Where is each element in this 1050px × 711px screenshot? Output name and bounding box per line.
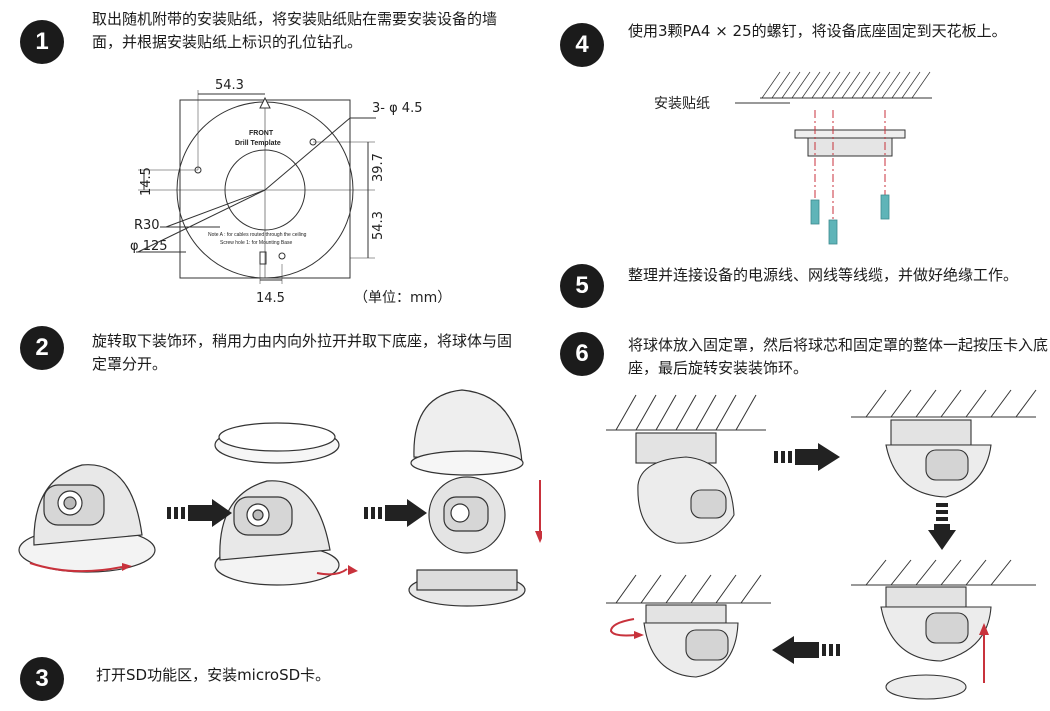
dim-right-lower: 54.3	[371, 211, 386, 240]
step-3-badge: 3	[20, 657, 64, 701]
disassembly-diagram	[18, 389, 542, 607]
step-2-badge: 2	[20, 326, 64, 370]
ceiling-mount-diagram: 安装贴纸	[654, 71, 932, 245]
drill-label: Drill Template	[235, 140, 281, 147]
note-a: Note A : for cables routed through the c…	[208, 232, 307, 238]
step-1-badge: 1	[20, 20, 64, 64]
front-label: FRONT	[249, 130, 274, 137]
step-5-text: 整理并连接设备的电源线、网线等线缆，并做好绝缘工作。	[628, 266, 1019, 284]
radius-label: R30	[134, 218, 160, 233]
step-1-text: 取出随机附带的安装贴纸，将安装贴纸贴在需要安装设备的墙面，并根据安装贴纸上标识的…	[92, 10, 498, 51]
dim-bottom: 14.5	[256, 291, 285, 306]
sticker-label: 安装贴纸	[654, 96, 710, 112]
unit-label: （单位：mm）	[354, 290, 451, 306]
dim-right-upper: 39.7	[371, 153, 386, 182]
dim-holes: 3- φ 4.5	[372, 101, 422, 116]
installation-sequence-diagram	[606, 389, 1037, 700]
step-4-badge: 4	[560, 23, 604, 67]
step-3-text: 打开SD功能区，安装microSD卡。	[96, 666, 331, 684]
dim-top: 54.3	[215, 78, 244, 93]
drill-template-diagram: 54.3 3- φ 4.5 FRONT Drill Template 14.5 …	[130, 78, 451, 306]
step-5-badge: 5	[560, 264, 604, 308]
step-6-text: 将球体放入固定罩，然后将球芯和固定罩的整体一起按压卡入底座，最后旋转安装装饰环。	[628, 336, 1049, 377]
step-6-badge: 6	[560, 332, 604, 376]
diameter-label: φ 125	[130, 239, 168, 254]
step-4-text: 使用3颗PA4 × 25的螺钉，将设备底座固定到天花板上。	[628, 22, 1007, 40]
step-2-text: 旋转取下装饰环，稍用力由内向外拉开并取下底座，将球体与固定罩分开。	[92, 332, 513, 373]
dim-left: 14.5	[139, 167, 154, 196]
note-1: Screw hole 1: for Mounting Base	[220, 240, 292, 246]
